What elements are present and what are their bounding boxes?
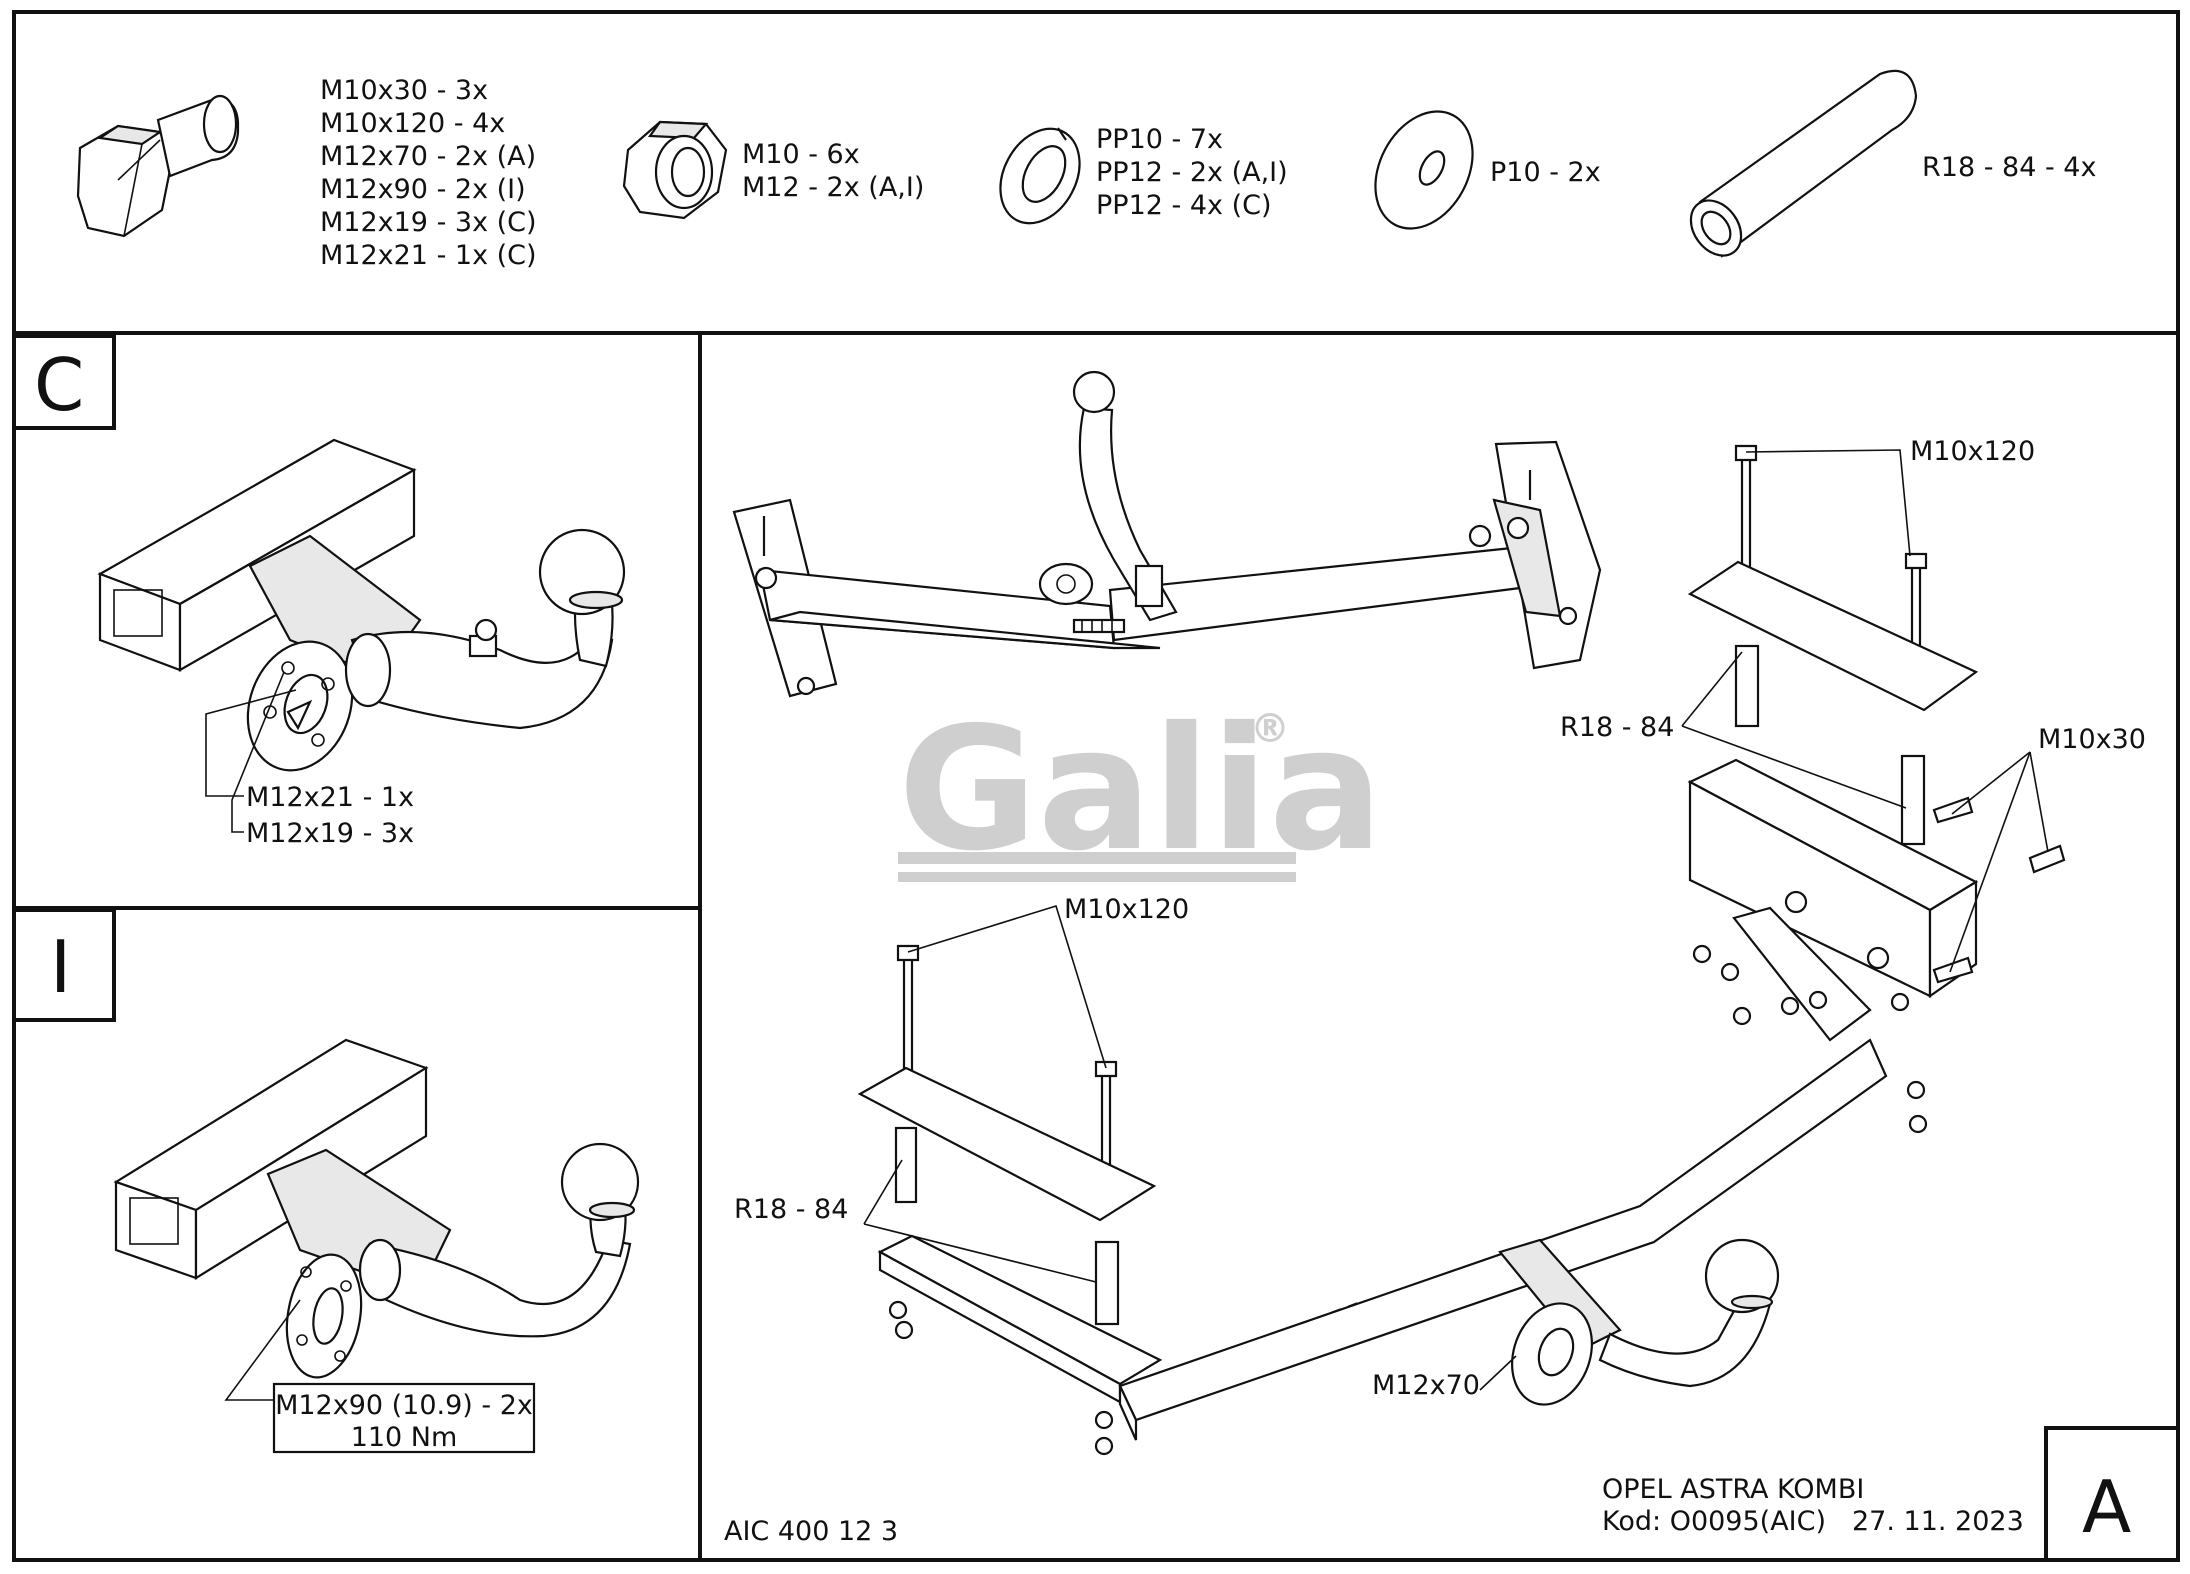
assembled-view (732, 370, 1602, 698)
spring-washer-line-1: PP10 - 7x (1096, 124, 1223, 155)
label-m10x120-right: M10x120 (1910, 436, 2035, 467)
panel-i-bolt-spec: M12x90 (10.9) - 2x (275, 1390, 533, 1421)
bolt-line-1: M10x30 - 3x (320, 75, 488, 106)
panel-i: I M12x90 (10.9) - 2x 110 Nm (50, 925, 640, 1454)
bolt-line-5: M12x19 - 3x (C) (320, 207, 537, 238)
label-m12x70: M12x70 (1372, 1370, 1480, 1401)
panel-c-label-m12x19: M12x19 - 3x (246, 818, 414, 849)
left-mounting-exploded (857, 944, 1163, 1456)
main-crossbeam (1118, 1038, 1888, 1441)
flat-washer-icon (1374, 110, 1474, 230)
spring-washer-line-2: PP12 - 2x (A,I) (1096, 157, 1288, 188)
panel-c-letter: C (34, 343, 84, 427)
spacer-tube-icon (1689, 69, 1918, 258)
label-r18-right: R18 - 84 (1560, 712, 1674, 743)
bolt-line-2: M10x120 - 4x (320, 108, 505, 139)
parts-list-strip: M10x30 - 3x M10x120 - 4x M12x70 - 2x (A)… (76, 69, 2096, 271)
label-m10x120-left: M10x120 (1064, 894, 1189, 925)
drawing-code: AIC 400 12 3 (724, 1516, 898, 1547)
flat-washer-label: P10 - 2x (1490, 157, 1601, 188)
nut-icon (622, 120, 728, 220)
galia-registered-mark: ® (1250, 706, 1290, 752)
sheet-frames (12, 10, 2180, 1562)
panel-i-torque: 110 Nm (351, 1422, 458, 1453)
bolt-line-3: M12x70 - 2x (A) (320, 141, 536, 172)
vehicle-name: OPEL ASTRA KOMBI (1602, 1474, 1864, 1505)
nut-line-2: M12 - 2x (A,I) (742, 172, 924, 203)
label-r18-left: R18 - 84 (734, 1194, 848, 1225)
panel-i-letter: I (50, 925, 71, 1009)
label-m10x30: M10x30 (2038, 724, 2146, 755)
spring-washer-icon (999, 127, 1081, 225)
bolt-line-6: M12x21 - 1x (C) (320, 240, 537, 271)
panel-a: A Galia ® (724, 370, 2146, 1549)
right-mounting-exploded (1687, 444, 2066, 1134)
panel-a-leaders (863, 449, 2049, 1391)
panel-c: C M12x21 - 1x M12x19 - 3x (34, 343, 626, 849)
nut-line-1: M10 - 6x (742, 139, 860, 170)
spring-washer-line-3: PP12 - 4x (C) (1096, 190, 1272, 221)
panel-a-letter: A (2082, 1465, 2131, 1549)
galia-logo: Galia ® (898, 691, 1384, 889)
bolt-line-4: M12x90 - 2x (I) (320, 174, 526, 205)
bolt-icon (76, 94, 240, 238)
drawing-date: 27. 11. 2023 (1852, 1506, 2024, 1537)
spacer-tube-label: R18 - 84 - 4x (1922, 152, 2096, 183)
kod-number: Kod: O0095(AIC) (1602, 1506, 1826, 1537)
panel-c-label-m12x21: M12x21 - 1x (246, 782, 414, 813)
